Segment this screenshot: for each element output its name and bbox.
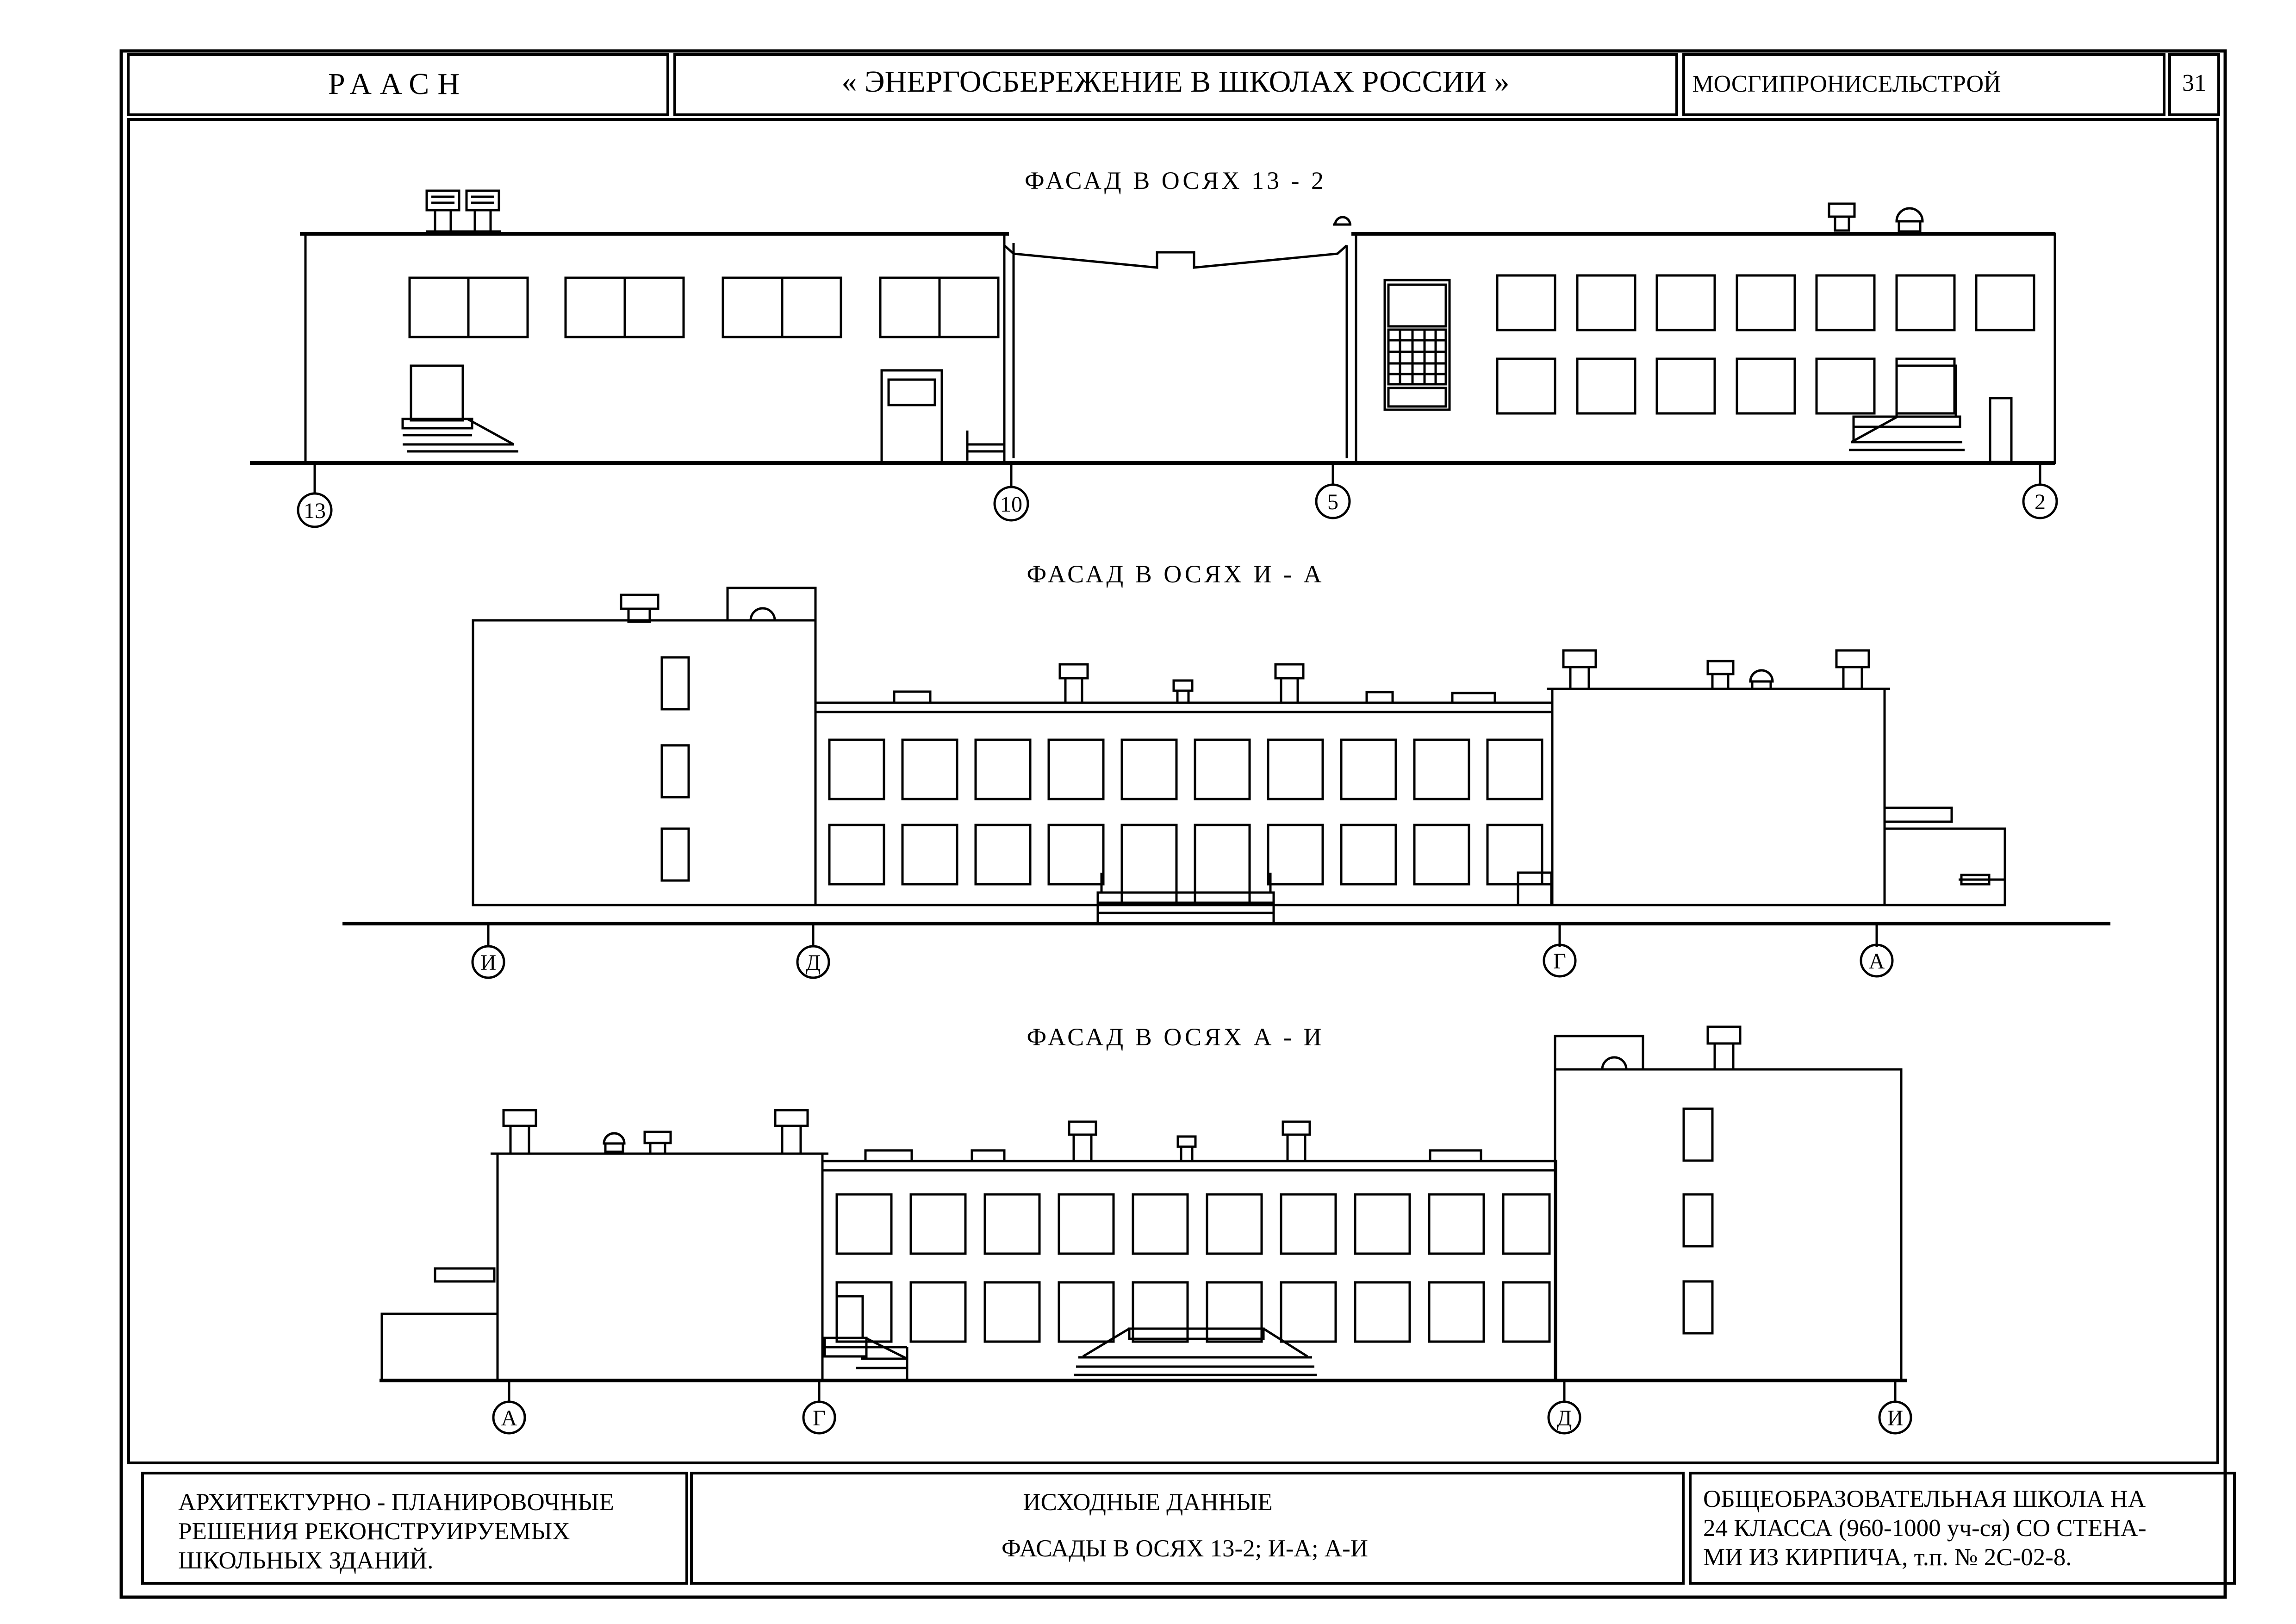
footer-right-line-1: ОБЩЕОБРАЗОВАТЕЛЬНАЯ ШКОЛА НА (1703, 1486, 2146, 1512)
footer-center-subtitle: ФАСАДЫ В ОСЯХ 13-2; И-А; А-И (1002, 1535, 1368, 1562)
facade-a-i-drawing (380, 1025, 1912, 1435)
header-institute: МОСГИПРОНИСЕЛЬСТРОЙ (1692, 71, 2001, 97)
header-program: « ЭНЕРГОСБЕРЕЖЕНИЕ В ШКОЛАХ РОССИИ » (842, 65, 1510, 99)
axis-label-2: 2 (2035, 490, 2046, 514)
outer-frame (119, 49, 2227, 1599)
footer-right-line-3: МИ ИЗ КИРПИЧА, т.п. № 2С-02-8. (1703, 1544, 2072, 1571)
axis-label-g: Г (1553, 949, 1566, 974)
header-cell-institute (1682, 53, 2165, 116)
axis-label-i-2: И (1887, 1406, 1904, 1430)
facade-13-2-drawing (250, 189, 2058, 528)
drawing-area-frame (127, 118, 2219, 1464)
footer-center-title: ИСХОДНЫЕ ДАННЫЕ (1023, 1489, 1272, 1516)
footer-cell-right (1689, 1472, 2236, 1585)
axis-label-g-2: Г (813, 1406, 826, 1430)
footer-left-line-2: РЕШЕНИЯ РЕКОНСТРУИРУЕМЫХ (178, 1518, 570, 1545)
header-page-number: 31 (2182, 70, 2206, 96)
footer-left-line-1: АРХИТЕКТУРНО - ПЛАНИРОВОЧНЫЕ (178, 1489, 614, 1516)
footer-cell-left (141, 1472, 688, 1585)
axis-label-d: Д (806, 950, 821, 975)
footer-cell-center (690, 1472, 1685, 1585)
facade-title-13-2: ФАСАД В ОСЯХ 13 - 2 (1025, 167, 1326, 194)
header-cell-program (673, 53, 1678, 116)
axis-label-a: А (1869, 949, 1885, 974)
header-cell-page (2168, 53, 2220, 116)
axis-label-5: 5 (1327, 490, 1338, 514)
axis-label-a-2: А (501, 1406, 517, 1430)
facade-i-a-drawing (342, 587, 2110, 979)
header-org: РААСН (328, 67, 468, 101)
axis-label-10: 10 (1000, 492, 1022, 517)
footer-left-line-3: ШКОЛЬНЫХ ЗДАНИЙ. (178, 1547, 433, 1574)
axis-label-13: 13 (304, 499, 326, 523)
axis-label-i: И (480, 950, 497, 975)
footer-right-line-2: 24 КЛАССА (960-1000 уч-ся) СО СТЕНА- (1703, 1515, 2147, 1542)
facade-title-a-i: ФАСАД В ОСЯХ А - И (1027, 1023, 1325, 1051)
header-cell-org (127, 53, 669, 116)
axis-label-d-2: Д (1557, 1406, 1572, 1430)
facade-title-i-a: ФАСАД В ОСЯХ И - А (1027, 560, 1325, 588)
